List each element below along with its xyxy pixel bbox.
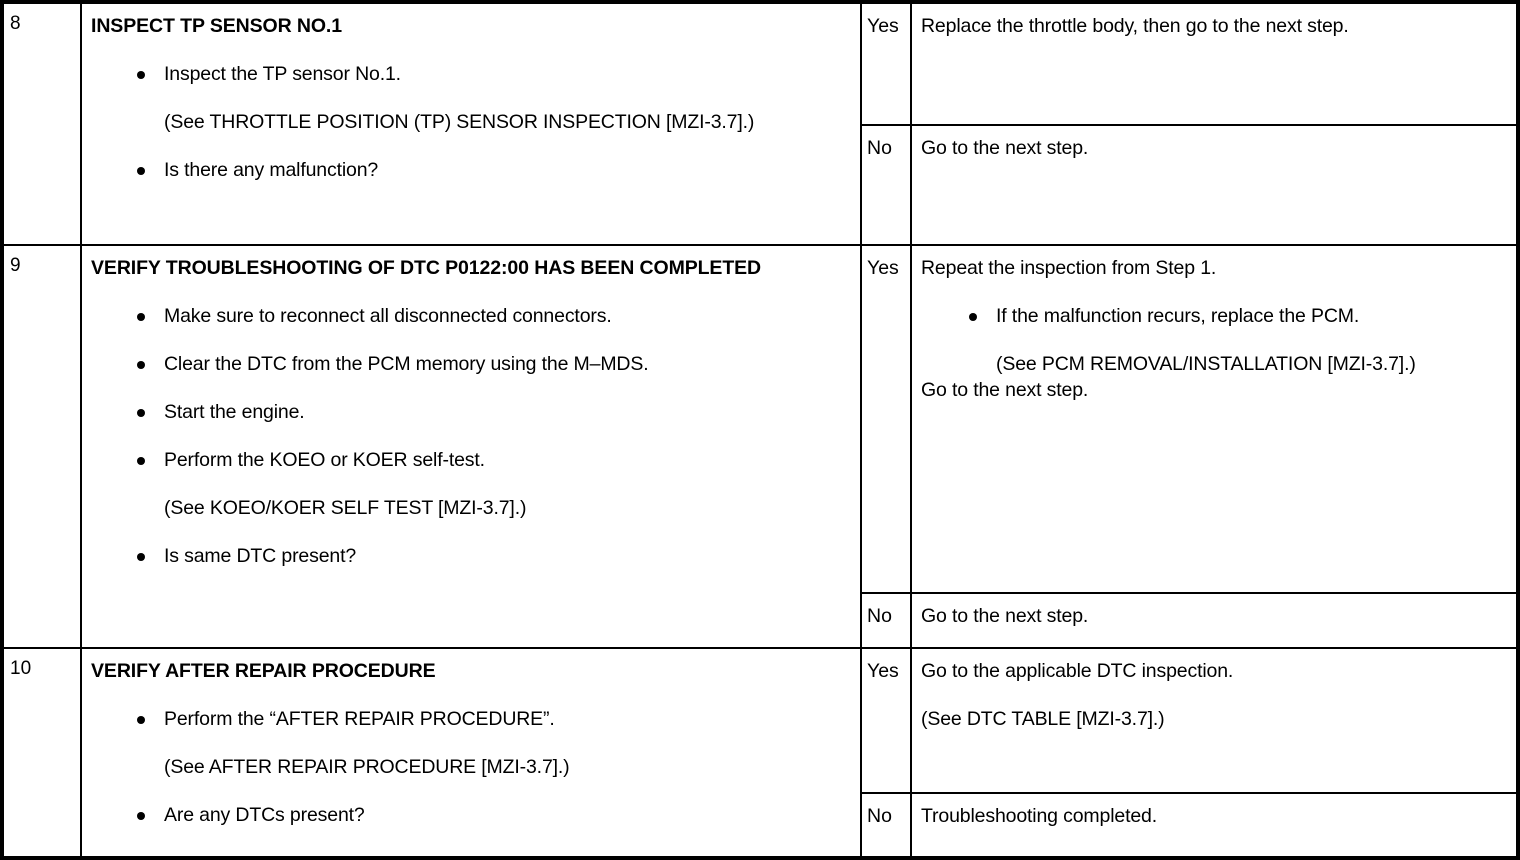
step-number: 9 (10, 255, 21, 276)
branch-body: Go to the next step. (912, 594, 1516, 647)
branch-text: Go to the next step. (921, 137, 1089, 159)
list-item: Is same DTC present? (91, 543, 850, 569)
branch-text: Go to the next step. (921, 605, 1089, 627)
step-number: 10 (10, 658, 32, 679)
list-item: Is there any malfunction? (91, 157, 850, 183)
list-item: Make sure to reconnect all disconnected … (91, 303, 850, 329)
list-item-label: Make sure to reconnect all disconnected … (164, 305, 612, 327)
bullet-dot-icon (137, 167, 145, 175)
table-row: 10 VERIFY AFTER REPAIR PROCEDURE Perform… (4, 649, 1516, 856)
reference-note: (See PCM REMOVAL/INSTALLATION [MZI-3.7].… (996, 353, 1416, 375)
branch-cell: Yes Replace the throttle body, then go t… (862, 4, 1516, 244)
list-item: Clear the DTC from the PCM memory using … (91, 351, 850, 377)
reference-note: (See DTC TABLE [MZI-3.7].) (921, 708, 1165, 730)
bullet-dot-icon (137, 361, 145, 369)
branch-label-no: No (862, 126, 912, 244)
branch-body: Go to the next step. (912, 126, 1516, 244)
branch-body: Troubleshooting completed. (912, 794, 1516, 856)
step-instruction-list: Make sure to reconnect all disconnected … (91, 303, 850, 569)
reference-note: (See KOEO/KOER SELF TEST [MZI-3.7].) (164, 497, 527, 519)
branch-label-no: No (862, 594, 912, 647)
list-item-label: Is same DTC present? (164, 545, 357, 567)
bullet-dot-icon (137, 409, 145, 417)
branch-text: Repeat the inspection from Step 1. (921, 257, 1217, 279)
list-item-label: Inspect the TP sensor No.1. (164, 63, 401, 85)
step-number-cell: 8 (4, 4, 82, 244)
bullet-dot-icon (137, 457, 145, 465)
list-item: If the malfunction recurs, replace the P… (921, 303, 1508, 329)
bullet-dot-icon (969, 313, 977, 321)
step-number-cell: 9 (4, 246, 82, 647)
branch-label-yes: Yes (862, 4, 912, 124)
reference-note: (See AFTER REPAIR PROCEDURE [MZI-3.7].) (164, 756, 570, 778)
branch-yes: Yes Go to the applicable DTC inspection.… (862, 649, 1516, 794)
list-item: Are any DTCs present? (91, 802, 850, 828)
branch-no: No Go to the next step. (862, 126, 1516, 244)
step-body-cell: VERIFY TROUBLESHOOTING OF DTC P0122:00 H… (82, 246, 862, 647)
list-item-label: If the malfunction recurs, replace the P… (996, 305, 1360, 327)
branch-text: Replace the throttle body, then go to th… (921, 15, 1349, 37)
branch-no: No Go to the next step. (862, 594, 1516, 647)
list-item-label: Perform the “AFTER REPAIR PROCEDURE”. (164, 708, 555, 730)
bullet-dot-icon (137, 313, 145, 321)
step-number: 8 (10, 13, 21, 34)
bullet-dot-icon (137, 716, 145, 724)
branch-body: Go to the applicable DTC inspection. (Se… (912, 649, 1516, 792)
branch-body: Replace the throttle body, then go to th… (912, 4, 1516, 124)
branch-label-no: No (862, 794, 912, 856)
branch-text: Go to the next step. (921, 379, 1089, 401)
branch-cell: Yes Repeat the inspection from Step 1. I… (862, 246, 1516, 647)
branch-yes: Yes Repeat the inspection from Step 1. I… (862, 246, 1516, 594)
branch-label-yes: Yes (862, 246, 912, 592)
branch-body: Repeat the inspection from Step 1. If th… (912, 246, 1516, 592)
step-title: VERIFY TROUBLESHOOTING OF DTC P0122:00 H… (91, 257, 762, 279)
list-item-label: Start the engine. (164, 401, 305, 423)
list-item: Perform the KOEO or KOER self-test. (91, 447, 850, 473)
step-instruction-list: Inspect the TP sensor No.1. (See THROTTL… (91, 61, 850, 183)
step-title: INSPECT TP SENSOR NO.1 (91, 15, 342, 37)
branch-yes: Yes Replace the throttle body, then go t… (862, 4, 1516, 126)
step-number-cell: 10 (4, 649, 82, 856)
list-item: Inspect the TP sensor No.1. (91, 61, 850, 87)
bullet-dot-icon (137, 553, 145, 561)
list-item-label: Is there any malfunction? (164, 159, 379, 181)
step-body-cell: VERIFY AFTER REPAIR PROCEDURE Perform th… (82, 649, 862, 856)
reference-note: (See THROTTLE POSITION (TP) SENSOR INSPE… (164, 111, 755, 133)
branch-cell: Yes Go to the applicable DTC inspection.… (862, 649, 1516, 856)
list-item-label: Are any DTCs present? (164, 804, 365, 826)
table-row: 8 INSPECT TP SENSOR NO.1 Inspect the TP … (4, 4, 1516, 246)
list-item-label: Clear the DTC from the PCM memory using … (164, 353, 649, 375)
step-instruction-list: Perform the “AFTER REPAIR PROCEDURE”. (S… (91, 706, 850, 828)
list-item-label: Perform the KOEO or KOER self-test. (164, 449, 485, 471)
branch-label-yes: Yes (862, 649, 912, 792)
list-item: Start the engine. (91, 399, 850, 425)
branch-text: Go to the applicable DTC inspection. (921, 660, 1234, 682)
bullet-dot-icon (137, 71, 145, 79)
branch-no: No Troubleshooting completed. (862, 794, 1516, 856)
step-body-cell: INSPECT TP SENSOR NO.1 Inspect the TP se… (82, 4, 862, 244)
bullet-dot-icon (137, 812, 145, 820)
step-title: VERIFY AFTER REPAIR PROCEDURE (91, 660, 436, 682)
list-item: Perform the “AFTER REPAIR PROCEDURE”. (91, 706, 850, 732)
branch-text: Troubleshooting completed. (921, 805, 1158, 827)
table-row: 9 VERIFY TROUBLESHOOTING OF DTC P0122:00… (4, 246, 1516, 649)
